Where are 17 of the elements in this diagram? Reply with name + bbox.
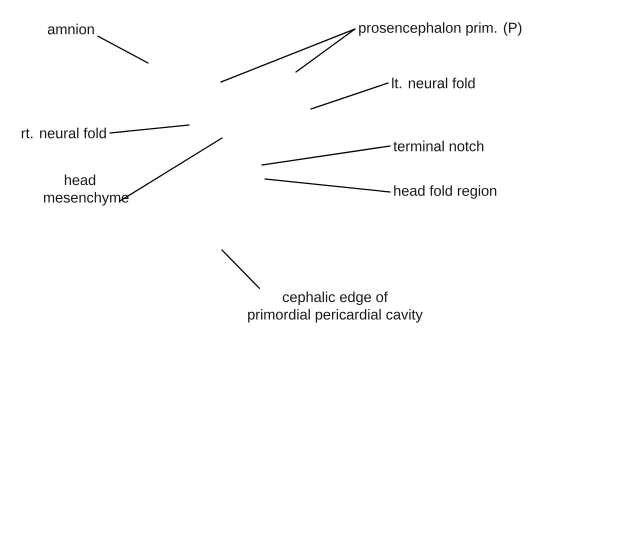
structure-label: head mesenchyme xyxy=(44,174,129,206)
structure-label: amnion xyxy=(48,24,94,34)
leader-line xyxy=(310,82,389,110)
leader-line xyxy=(221,249,260,289)
leader-line xyxy=(220,28,356,83)
leader-line xyxy=(264,178,391,193)
leader-line xyxy=(109,124,190,134)
structure-label: prosencephalon prim. (P) xyxy=(359,22,522,36)
structure-label: terminal notch xyxy=(393,140,484,152)
structure-label: lt. neural fold xyxy=(392,78,475,88)
leader-line xyxy=(120,137,223,202)
leader-line xyxy=(97,36,149,64)
structure-label: cephalic edge of primordial pericardial cavity xyxy=(248,292,423,323)
structure-label: rt. neural fold xyxy=(22,128,106,138)
structure-label: head fold region xyxy=(394,185,496,199)
leader-line xyxy=(295,28,356,73)
leader-line xyxy=(261,145,391,166)
